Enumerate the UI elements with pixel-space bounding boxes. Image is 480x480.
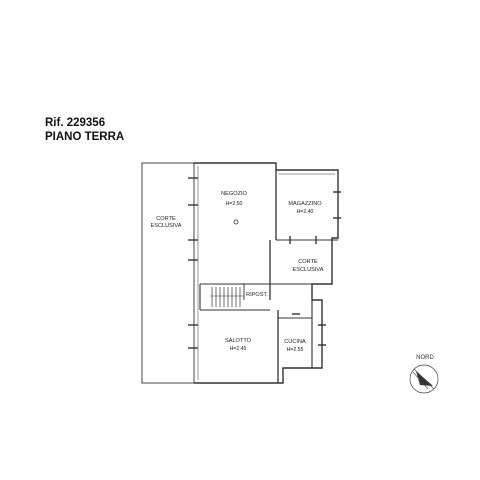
room-corte-right-name2: ESCLUSIVA [293,267,324,273]
room-ripost-name: RIPOST. [246,292,268,298]
building-outline [194,162,339,384]
room-salotto-name: SALOTTO [225,338,252,344]
compass-label: NORD [416,355,434,361]
reference-number: Rif. 229356 [45,117,106,129]
room-corte-left-name: CORTE [156,216,176,222]
room-magazzino-name: MAGAZZINO [288,201,322,207]
room-corte-left-name2: ESCLUSIVA [151,223,182,229]
room-salotto-height: H=2.45 [230,346,247,352]
room-cucina-height: H=2.55 [287,347,304,353]
room-negozio-name: NEGOZIO [221,191,247,197]
floor-name: PIANO TERRA [45,131,125,143]
room-cucina-name: CUCINA [284,339,306,345]
room-magazzino-height: H=2.40 [297,209,314,215]
room-negozio-height: H=2.50 [226,201,243,207]
plan-header: Rif. 229356 PIANO TERRA [45,116,124,144]
staircase [210,287,244,307]
openings [188,177,341,349]
courtyard-left-outline [141,162,195,384]
column-marker [233,219,239,225]
plan-walls [141,162,339,384]
room-corte-right-name: CORTE [298,259,318,265]
compass-rose: NORD [409,355,439,394]
